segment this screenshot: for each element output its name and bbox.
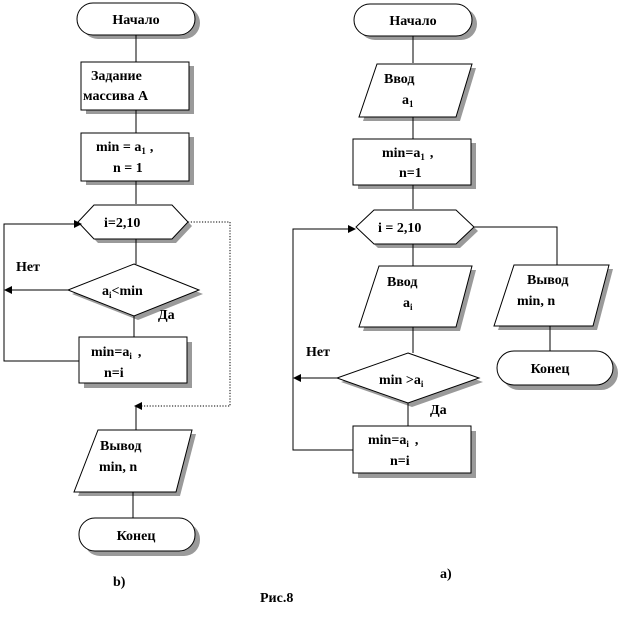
right-start-text: Начало <box>389 14 436 29</box>
left-no-arrowhead <box>4 286 12 294</box>
left-assign-n: n=i <box>104 366 124 381</box>
right-input-parallelogram: Ввод a1 <box>358 63 476 121</box>
left-output-line1: Вывод <box>100 439 141 454</box>
right-loop-text: i = 2,10 <box>378 221 421 236</box>
right-output-parallelogram: Вывод min, n <box>493 264 613 330</box>
right-output-line1: Вывод <box>527 273 568 288</box>
right-loop-back-arrowhead <box>348 225 356 233</box>
right-yes-label: Да <box>430 403 447 418</box>
left-init-min: min = a1, <box>96 140 153 156</box>
left-exit-arrowhead <box>134 402 142 410</box>
left-loop-back <box>3 223 79 362</box>
right-condition-diamond: min >ai <box>335 352 483 407</box>
right-no-label: Нет <box>306 345 330 360</box>
left-start-text: Начало <box>112 13 159 28</box>
right-condition-text: min >ai <box>379 373 424 389</box>
left-init-n: n = 1 <box>113 161 143 176</box>
left-end-terminal: Конец <box>78 517 200 556</box>
right-end-text: Конец <box>531 362 570 377</box>
left-start-terminal: Начало <box>76 2 200 39</box>
right-no-arrowhead <box>293 374 301 382</box>
left-flowchart: Начало Задание массива А min = a1, n = 1… <box>3 2 231 590</box>
left-task-line1: Задание <box>91 69 142 84</box>
right-init-block: min=a1, n=1 <box>352 138 476 189</box>
right-assign-n: n=i <box>390 454 410 469</box>
right-loop-back <box>292 228 353 451</box>
left-assign-block: min=ai, n=i <box>78 336 192 388</box>
right-input-a: a1 <box>402 93 414 109</box>
left-init-block: min = a1, n = 1 <box>80 132 194 185</box>
right-input2-parallelogram: Ввод ai <box>358 265 476 331</box>
left-no-label: Нет <box>16 260 40 275</box>
left-loop-back-arrowhead <box>74 220 82 228</box>
label-b: b) <box>113 575 126 590</box>
left-task-line2: массива А <box>83 89 149 104</box>
left-task-block: Задание массива А <box>80 61 194 114</box>
right-output-line2: min, n <box>517 294 555 309</box>
label-a: а) <box>440 567 452 582</box>
right-end-terminal: Конец <box>496 350 618 390</box>
left-condition-diamond: ai<min <box>66 263 203 320</box>
left-loop-hexagon: i=2,10 <box>77 204 192 243</box>
right-flowchart: Начало Ввод a1 min=a1, n=1 i = 2,10 <box>292 3 618 582</box>
right-loop-hexagon: i = 2,10 <box>355 209 478 248</box>
right-assign-block: min=ai, n=i <box>352 425 476 478</box>
right-start-terminal: Начало <box>353 3 477 40</box>
right-init-min: min=a1, <box>382 146 433 162</box>
figure-caption: Рис.8 <box>260 591 293 606</box>
right-init-n: n=1 <box>399 166 422 181</box>
left-output-parallelogram: Вывод min, n <box>73 429 196 496</box>
left-loop-text: i=2,10 <box>104 216 140 231</box>
left-output-line2: min, n <box>99 460 137 475</box>
left-condition-text: ai<min <box>102 284 143 300</box>
right-assign-min: min=ai, <box>368 433 418 449</box>
left-yes-label: Да <box>158 308 175 323</box>
right-loop-exit <box>474 226 558 265</box>
right-input2-a: ai <box>403 296 413 312</box>
left-end-text: Конец <box>117 529 156 544</box>
right-input-line1: Ввод <box>384 72 414 87</box>
left-assign-min: min=ai, <box>91 345 141 361</box>
right-input2-line1: Ввод <box>387 275 417 290</box>
